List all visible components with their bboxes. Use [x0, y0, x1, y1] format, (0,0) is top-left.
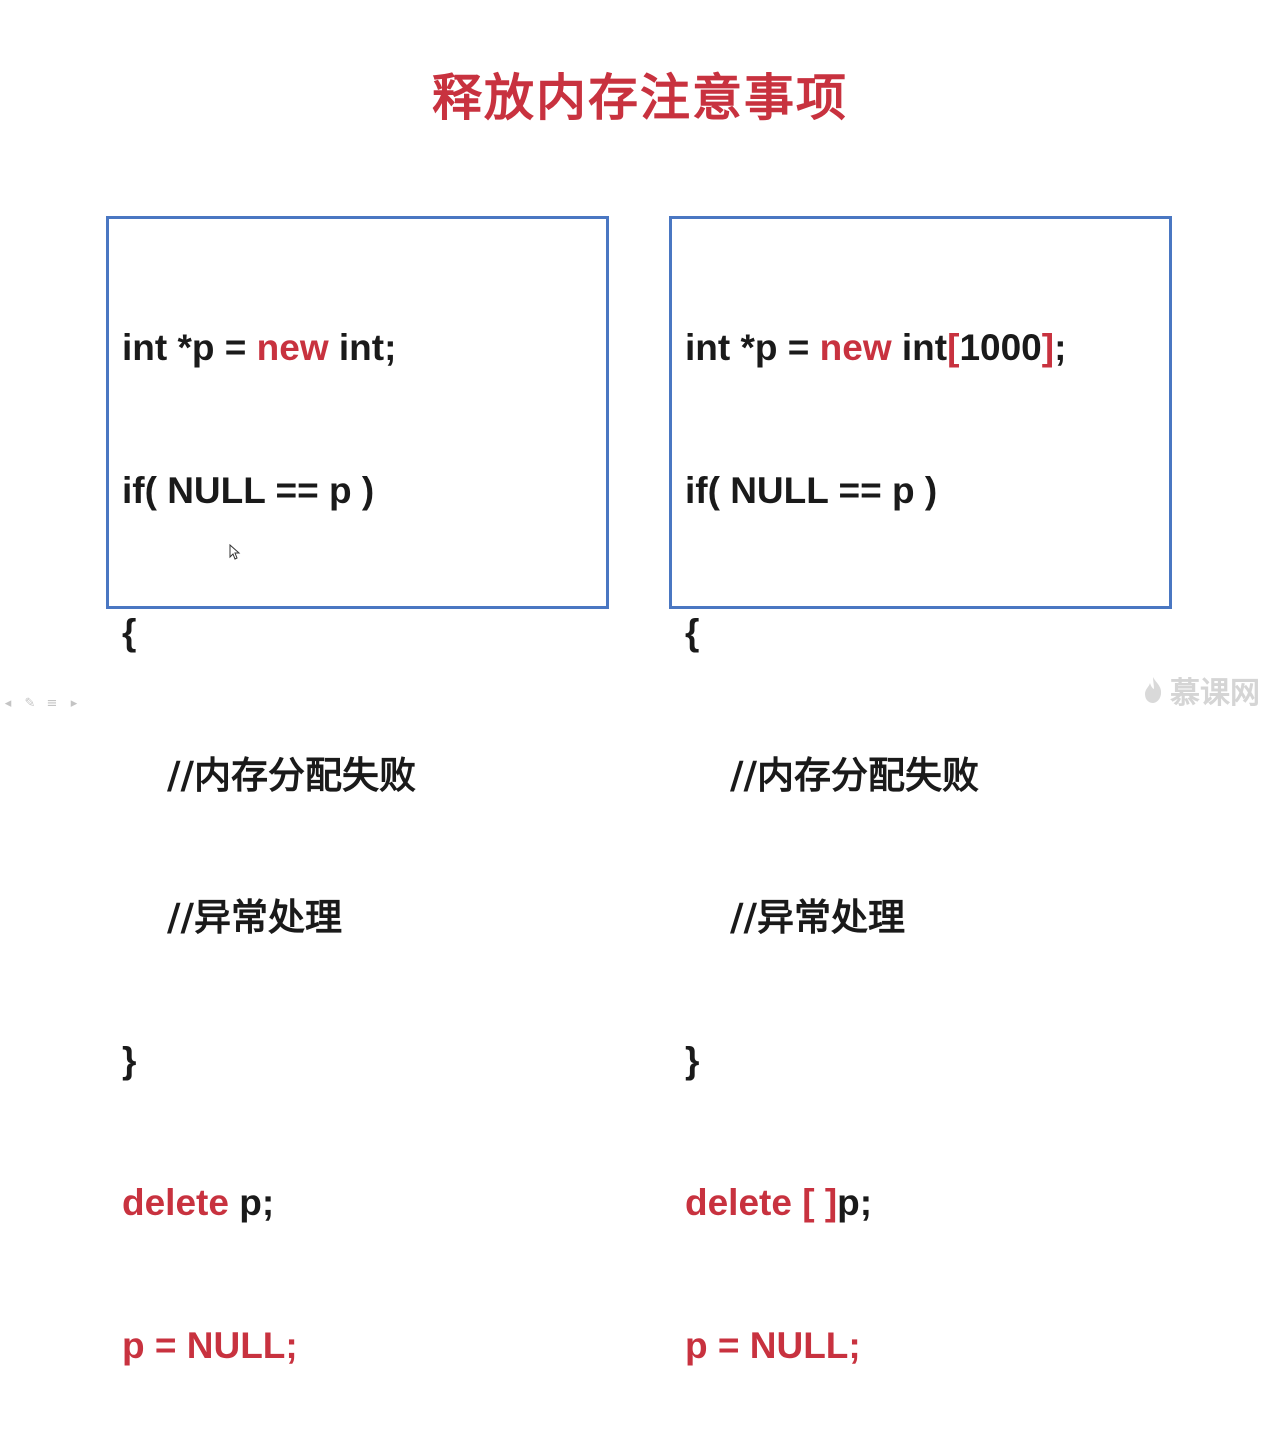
next-slide-icon[interactable]: ▸: [70, 695, 78, 711]
keyword-new: new: [256, 327, 329, 368]
keyword-delete-array: delete [ ]: [685, 1182, 838, 1223]
code-text: int *p =: [122, 327, 257, 368]
code-line-6: }: [685, 1039, 700, 1081]
code-text: int *p =: [685, 327, 820, 368]
code-text: p;: [837, 1182, 873, 1223]
comment-line-1: //内存分配失败: [167, 753, 417, 797]
code-text: int;: [328, 327, 397, 368]
code-line-3: {: [122, 612, 137, 653]
bracket-open: [: [947, 327, 960, 368]
bracket-close: ]: [1041, 327, 1055, 368]
keyword-delete: delete: [122, 1182, 229, 1223]
code-text: int: [891, 327, 948, 368]
keyword-new: new: [819, 327, 892, 368]
comment-line-1: //内存分配失败: [730, 753, 980, 797]
code-block-right: int *p = new int[1000]; if( NULL == p ) …: [685, 229, 1066, 1440]
slideshow-toolbar: ◂ ✎ ≡ ▸: [0, 692, 82, 714]
pen-icon[interactable]: ✎: [24, 695, 36, 711]
comment-line-2: //异常处理: [167, 896, 343, 939]
slide-title: 释放内存注意事项: [432, 69, 848, 127]
code-block-left: int *p = new int; if( NULL == p ) { //内存…: [122, 229, 416, 1440]
code-line-1: int *p = new int[1000];: [685, 324, 1066, 372]
code-line-2: if( NULL == p ): [122, 469, 375, 511]
code-line-7: delete p;: [122, 1179, 416, 1227]
previous-slide-icon[interactable]: ◂: [4, 695, 12, 711]
code-box-left: int *p = new int; if( NULL == p ) { //内存…: [106, 216, 609, 1366]
watermark: 慕课网: [1142, 668, 1260, 712]
code-box-right: int *p = new int[1000]; if( NULL == p ) …: [669, 216, 1172, 1366]
mouse-cursor-icon: [229, 544, 241, 560]
code-line-1: int *p = new int;: [122, 324, 416, 372]
array-size: 1000: [959, 327, 1042, 368]
code-line-3: {: [685, 612, 700, 653]
code-line-2: if( NULL == p ): [685, 469, 938, 511]
flame-logo-icon: [1145, 677, 1162, 703]
watermark-text: 慕课网: [1170, 676, 1260, 711]
code-text: ;: [1054, 327, 1067, 368]
code-text: p;: [228, 1182, 275, 1223]
code-line-8: p = NULL;: [685, 1324, 861, 1366]
code-line-8: p = NULL;: [122, 1324, 298, 1366]
code-line-6: }: [122, 1039, 137, 1081]
code-line-7: delete [ ]p;: [685, 1179, 1066, 1227]
menu-icon[interactable]: ≡: [46, 695, 58, 711]
comment-line-2: //异常处理: [730, 896, 906, 939]
